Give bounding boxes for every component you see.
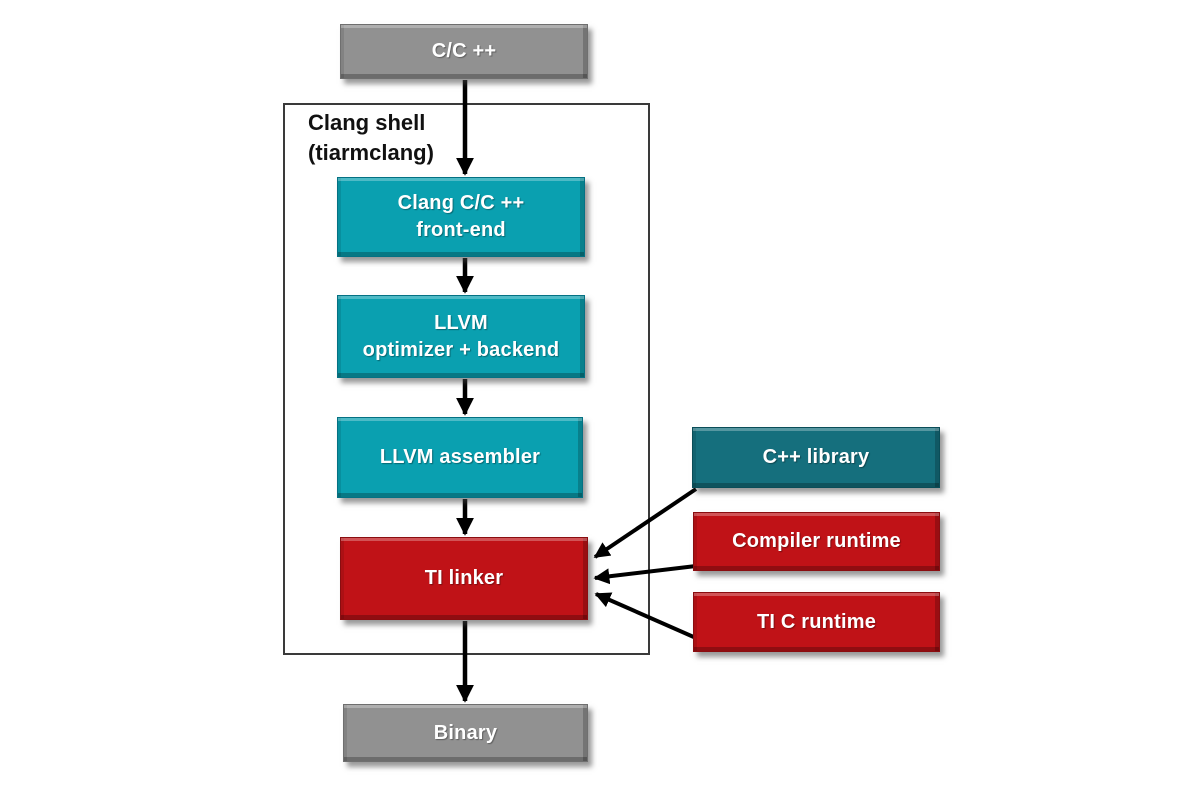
node-clang-frontend: Clang C/C ++ front-end xyxy=(337,177,585,257)
node-cpp-library: C++ library xyxy=(692,427,940,488)
node-llvm-assembler: LLVM assembler xyxy=(337,417,583,498)
node-binary: Binary xyxy=(343,704,588,762)
node-source-cc++: C/C ++ xyxy=(340,24,588,79)
clang-shell-label: Clang shell (tiarmclang) xyxy=(308,110,434,165)
node-ti-linker: TI linker xyxy=(340,537,588,620)
node-ti-c-runtime: TI C runtime xyxy=(693,592,940,652)
node-compiler-runtime: Compiler runtime xyxy=(693,512,940,571)
node-llvm-optimizer-backend: LLVM optimizer + backend xyxy=(337,295,585,378)
